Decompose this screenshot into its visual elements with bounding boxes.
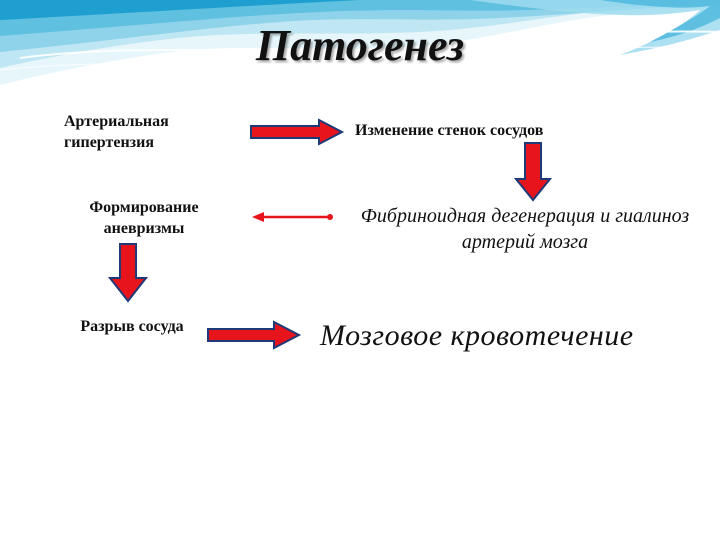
wave-background [0,0,720,85]
node-fibrinoid-degeneration: Фибриноидная дегенерация и гиалиноз арте… [360,205,690,253]
arrow-down-1 [513,142,553,202]
arrow-right-1 [250,118,345,146]
node-brain-hemorrhage: Мозговое кровотечение [320,319,634,352]
arrow-down-2 [107,243,149,303]
node-aneurysm-formation: Формирование аневризмы [89,199,199,237]
node-vessel-rupture: Разрыв сосуда [80,318,184,335]
node-vessel-wall-change: Изменение стенок сосудов [355,122,544,139]
arrow-left-thin [252,212,333,222]
arrow-right-2 [207,320,302,350]
node-arterial-hypertension: Артериальная гипертензия [64,113,169,151]
slide-title: Патогенез [255,21,465,70]
